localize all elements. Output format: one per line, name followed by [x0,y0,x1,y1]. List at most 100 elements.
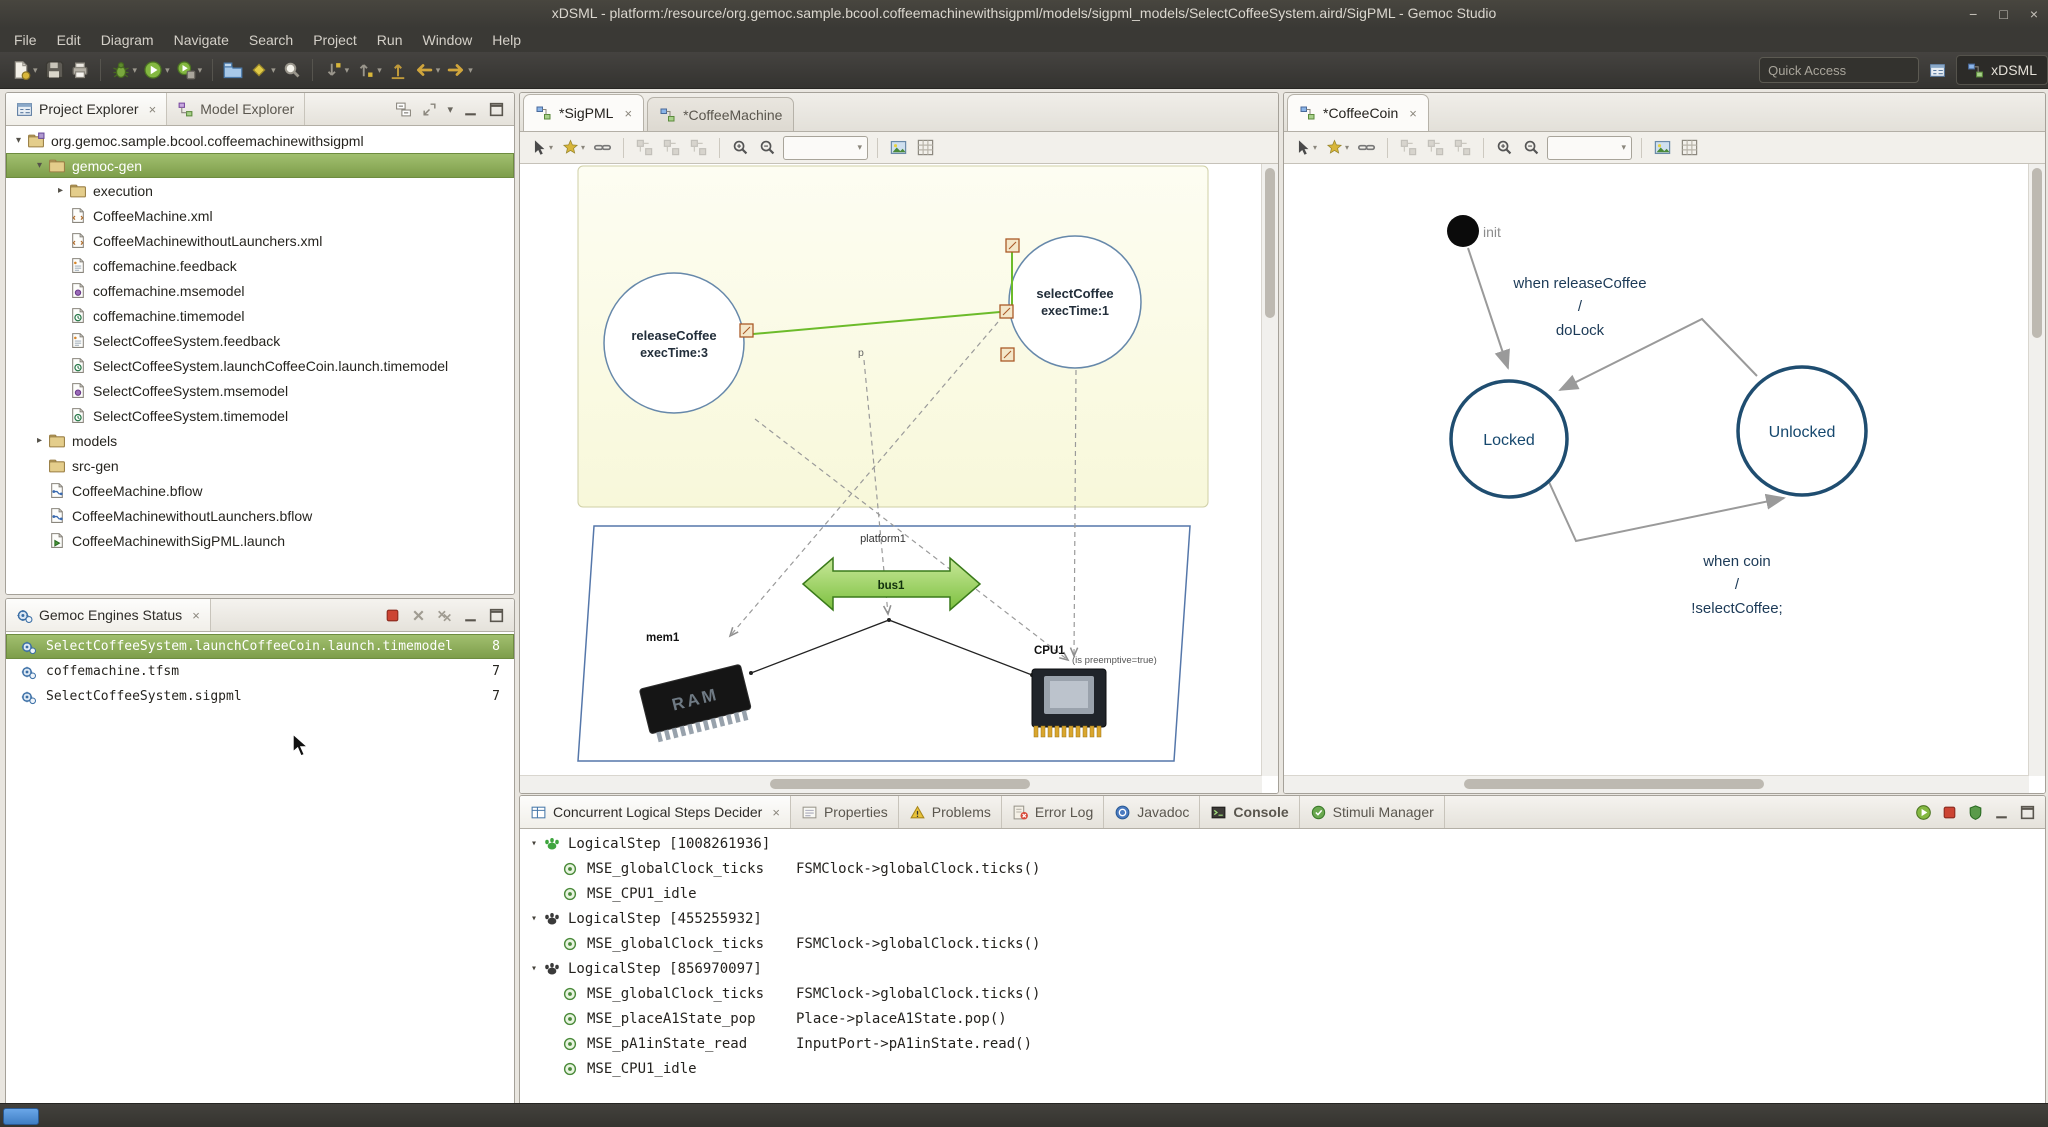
toolbar-search[interactable] [279,58,305,82]
chevron-down-icon[interactable]: ▾ [436,65,441,76]
tab-properties[interactable]: Properties [791,796,899,828]
menu-run[interactable]: Run [367,30,413,50]
toolbar-previous-annotation[interactable]: ▾ [352,58,385,82]
chevron-down-icon[interactable]: ▾ [468,65,473,76]
expanded-arrow-icon[interactable]: ▾ [520,913,543,924]
tree-item-src-gen[interactable]: src-gen [6,453,514,478]
chevron-down-icon[interactable]: ▾ [271,65,276,76]
close-icon[interactable]: × [1409,106,1417,121]
toolbar-external-tools[interactable]: ▾ [173,58,206,82]
chevron-down-icon[interactable]: ▾ [1345,143,1349,152]
diagram-toolbar-zoom-in[interactable] [729,137,752,158]
tab-stimuli-manager[interactable]: Stimuli Manager [1300,796,1445,828]
chevron-down-icon[interactable]: ▾ [1313,143,1317,152]
tree-item-selectcoffeesystem-timemodel[interactable]: SelectCoffeeSystem.timemodel [6,403,514,428]
maximize-button[interactable]: □ [1999,6,2007,22]
menu-edit[interactable]: Edit [47,30,91,50]
tab-concurrent-logical-steps-decider[interactable]: Concurrent Logical Steps Decider× [520,796,791,828]
chevron-down-icon[interactable]: ▾ [345,65,350,76]
minimize-view-icon[interactable] [462,607,479,624]
stop-icon[interactable] [1941,804,1958,821]
chevron-down-icon[interactable]: ▾ [581,143,585,152]
menu-file[interactable]: File [4,30,47,50]
transition-label-selectcoffee[interactable]: when coin / !selectCoffee; [1691,553,1782,617]
toolbar-back[interactable]: ▾ [411,58,444,82]
expanded-arrow-icon[interactable]: ▾ [520,838,543,849]
chevron-down-icon[interactable]: ▾ [198,65,203,76]
scrollbar-thumb[interactable] [1265,168,1275,318]
tree-item-models[interactable]: ▸models [6,428,514,453]
dispose-engine-icon[interactable] [410,607,427,624]
menu-search[interactable]: Search [239,30,303,50]
maximize-view-icon[interactable] [488,607,505,624]
mse-row-mse-cpu1-idle[interactable]: MSE_CPU1_idle [520,881,2045,906]
engine-row-coffemachine-tfsm[interactable]: coffemachine.tfsm7 [6,659,514,684]
transition-locked-to-unlocked[interactable] [1549,482,1784,541]
engine-row-selectcoffeesystem-launchcoffeecoin-launch-timem[interactable]: SelectCoffeeSystem.launchCoffeeCoin.laun… [6,634,514,659]
diagram-toolbar-arrange[interactable] [1397,137,1420,158]
port-top[interactable] [1006,239,1019,252]
close-button[interactable]: × [2030,6,2038,22]
toolbar-debug[interactable]: ▾ [108,58,141,82]
chevron-down-icon[interactable]: ▾ [165,65,170,76]
tab-coffeecoin[interactable]: *CoffeeCoin × [1287,94,1429,131]
diagram-toolbar-layout-tool[interactable]: ▾ [559,137,587,158]
diagram-toolbar-distribute[interactable] [687,137,710,158]
mse-row-mse-pa1instate-read[interactable]: MSE_pA1inState_readInputPort->pA1inState… [520,1031,2045,1056]
initial-transition[interactable] [1468,248,1508,368]
toolbar-new-wizard[interactable]: ▾ [8,58,41,82]
actor-selectcoffee[interactable]: selectCoffee execTime:1 [1009,236,1141,368]
diagram-toolbar-link-tool[interactable] [1355,137,1378,158]
expanded-arrow-icon[interactable]: ▾ [520,963,543,974]
expanded-arrow-icon[interactable]: ▾ [31,160,48,171]
toolbar-forward[interactable]: ▾ [443,58,476,82]
diagram-toolbar-grid[interactable] [914,137,937,158]
logical-step-row-logicalstep-455255932[interactable]: ▾LogicalStep [455255932] [520,906,2045,931]
tree-item-coffeemachinewithoutlaunchers-xml[interactable]: CoffeeMachinewithoutLaunchers.xml [6,228,514,253]
toolbar-last-edit-location[interactable] [385,58,411,82]
menu-project[interactable]: Project [303,30,367,50]
logical-step-row-logicalstep-1008261936[interactable]: ▾LogicalStep [1008261936] [520,831,2045,856]
menu-help[interactable]: Help [482,30,531,50]
tree-item-coffeemachinewithoutlaunchers-bflow[interactable]: CoffeeMachinewithoutLaunchers.bflow [6,503,514,528]
port-input[interactable] [1000,305,1013,318]
tab-gemoc-engines-status[interactable]: Gemoc Engines Status × [6,599,211,631]
tree-item-selectcoffeesystem-launchcoffeecoin-launch-timem[interactable]: SelectCoffeeSystem.launchCoffeeCoin.laun… [6,353,514,378]
maximize-view-icon[interactable] [2019,804,2036,821]
link-with-editor-icon[interactable] [421,101,438,118]
tab-project-explorer[interactable]: Project Explorer × [6,93,167,125]
collapsed-arrow-icon[interactable]: ▸ [31,435,48,446]
close-icon[interactable]: × [772,805,780,820]
tree-item-coffeemachine-xml[interactable]: CoffeeMachine.xml [6,203,514,228]
stop-engine-icon[interactable] [384,607,401,624]
tab-model-explorer[interactable]: Model Explorer [167,93,305,125]
perspective-button-xdsml[interactable]: xDSML [1956,55,2048,85]
cpu1-chip[interactable] [1032,669,1106,737]
tree-item-coffeemachinewithsigpml-launch[interactable]: CoffeeMachinewithSigPML.launch [6,528,514,553]
port-output[interactable] [740,324,753,337]
expanded-arrow-icon[interactable]: ▾ [10,135,27,146]
diagram-toolbar-align[interactable] [1424,137,1447,158]
toolbar-run[interactable]: ▾ [140,58,173,82]
diagram-toolbar-arrange[interactable] [633,137,656,158]
maximize-view-icon[interactable] [488,101,505,118]
diagram-toolbar-export-image[interactable] [887,137,910,158]
open-perspective-icon[interactable] [1929,62,1946,79]
diagram-toolbar-zoom-out[interactable] [756,137,779,158]
minimize-view-icon[interactable] [462,101,479,118]
diagram-toolbar-select-tool[interactable]: ▾ [527,137,555,158]
tree-item-coffemachine-timemodel[interactable]: coffemachine.timemodel [6,303,514,328]
menu-diagram[interactable]: Diagram [91,30,164,50]
scrollbar-thumb[interactable] [1464,779,1764,789]
tree-item-gemoc-gen[interactable]: ▾gemoc-gen [6,153,514,178]
tab-javadoc[interactable]: Javadoc [1104,796,1200,828]
scrollbar-thumb[interactable] [770,779,1030,789]
diagram-toolbar-align[interactable] [660,137,683,158]
tab-problems[interactable]: Problems [899,796,1002,828]
toolbar-new-java-project[interactable] [220,58,246,82]
port-bottom[interactable] [1001,348,1014,361]
close-icon[interactable]: × [192,608,200,623]
initial-state[interactable]: init [1447,215,1501,247]
menu-navigate[interactable]: Navigate [164,30,239,50]
minimize-button[interactable]: − [1969,6,1977,22]
